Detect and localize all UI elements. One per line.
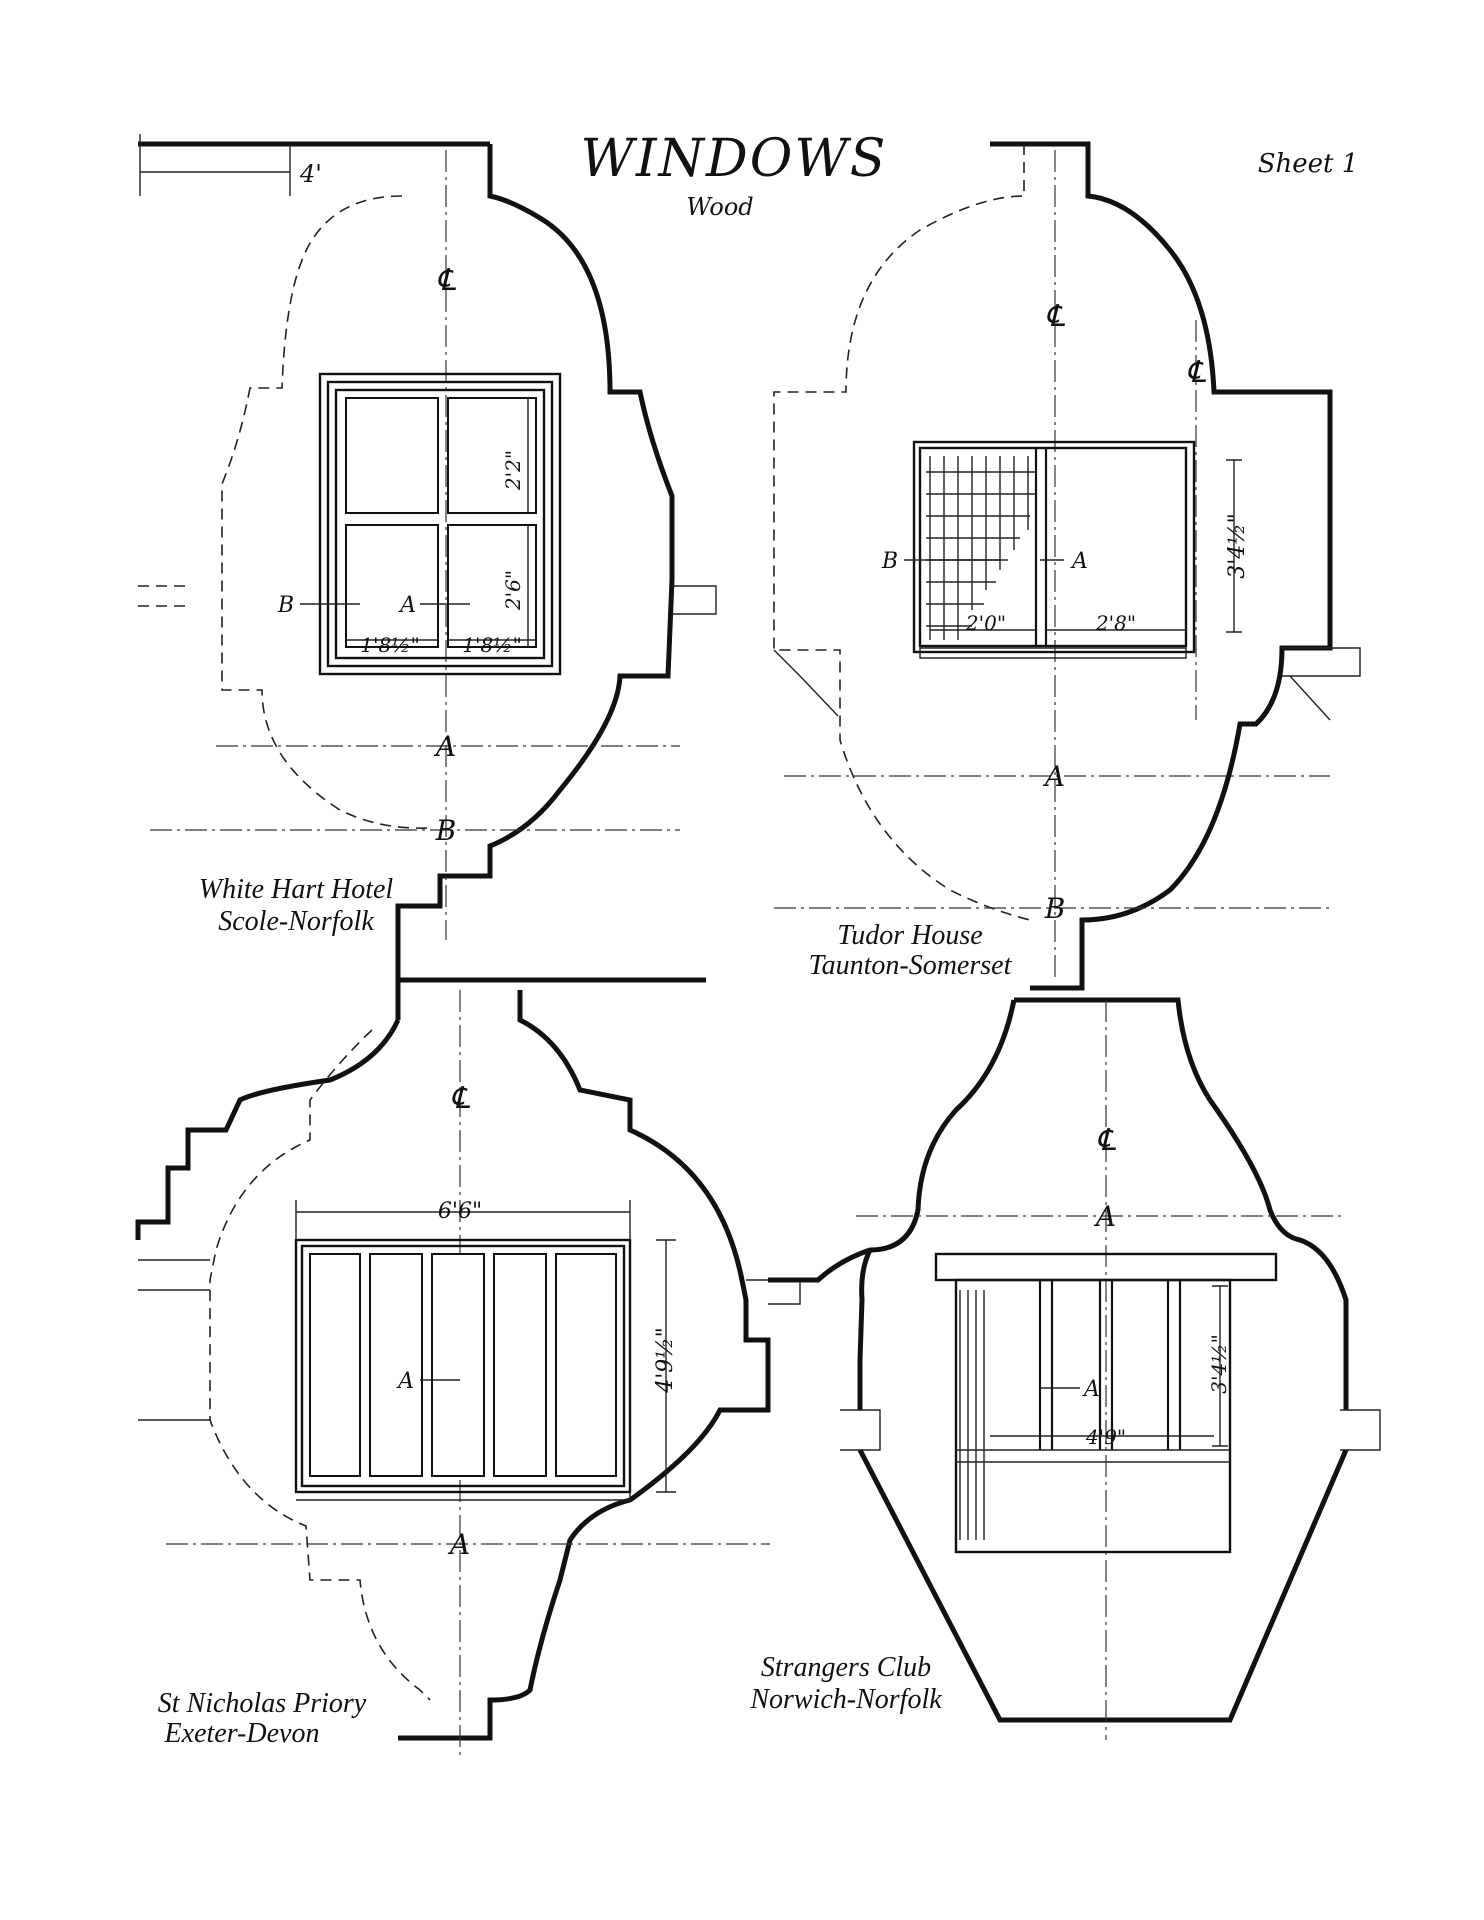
dim-height: 3'4½"	[1207, 1334, 1231, 1394]
panel-label-line2: Norwich-Norfolk	[749, 1684, 942, 1715]
dimension-a: A	[1093, 1200, 1116, 1233]
window-pane	[447, 524, 537, 648]
dim-height: 4'9½"	[653, 1327, 678, 1393]
panel-st-nicholas-priory: ℄ 6'6" 4'9½" A A St Nicholas Priory Exet…	[135, 977, 801, 1760]
panel-label-line2: Exeter-Devon	[164, 1718, 320, 1749]
section-mark-a: A	[1082, 1377, 1100, 1402]
panel-label-line1: White Hart Hotel	[199, 874, 394, 905]
dim-left-light: 2'0"	[965, 611, 1006, 635]
dim-upper-pane: 2'2"	[501, 450, 525, 491]
svg-text:4': 4'	[299, 160, 322, 188]
panel-label-line1: Strangers Club	[761, 1652, 931, 1683]
centerline-mark: ℄	[450, 1081, 470, 1116]
dim-right-pane-width: 1'8½"	[462, 633, 522, 657]
section-mark-a: A	[396, 1369, 414, 1394]
panel-white-hart-hotel: ℄ 2'2" 2'6" 1'8½" 1'8½" B A A B White Ha…	[138, 144, 717, 1020]
window-pane	[345, 397, 439, 514]
section-mark-b: B	[277, 593, 294, 618]
dim-left-pane-width: 1'8½"	[360, 633, 420, 657]
centerline-mark-2: ℄	[1186, 355, 1206, 390]
panel-label-line2: Scole-Norfolk	[218, 906, 374, 937]
window-lights	[309, 1253, 617, 1477]
section-mark-b: B	[881, 549, 898, 574]
section-mark-a: A	[1070, 549, 1088, 574]
dimension-b: B	[1044, 892, 1066, 925]
dimension-a: A	[433, 730, 456, 763]
centerline-mark-1: ℄	[436, 263, 456, 298]
section-mark-a: A	[398, 593, 416, 618]
panel-label-line2: Taunton-Somerset	[809, 950, 1013, 981]
dim-right-light: 2'8"	[1095, 611, 1136, 635]
dimension-b: B	[435, 814, 457, 847]
dim-height: 3'4½"	[1225, 513, 1250, 578]
panel-label-line1: Tudor House	[837, 920, 982, 951]
panel-tudor-house: ℄ ℄ 3'4½" 2'0" 2'8" B A A B Tudor House …	[773, 141, 1361, 991]
sheet-number: Sheet 1	[1258, 149, 1359, 179]
scale-indicator: 4'	[138, 134, 490, 196]
dim-lower-pane: 2'6"	[501, 570, 525, 611]
sheet-subtitle: Wood	[686, 193, 753, 221]
panel-strangers-club: ℄ 3'4½" 4'9" A A Strangers Club Norwich-…	[749, 997, 1381, 1740]
sheet-title: WINDOWS	[581, 129, 888, 189]
panel-label-line1: St Nicholas Priory	[158, 1688, 367, 1719]
centerline-mark-1: ℄	[1045, 299, 1065, 334]
centerline-mark: ℄	[1096, 1123, 1116, 1158]
dimension-a: A	[1042, 760, 1065, 793]
window-pane	[447, 397, 537, 514]
dim-width: 4'9"	[1085, 1425, 1126, 1449]
window-pane	[345, 524, 439, 648]
dim-width: 6'6"	[438, 1199, 482, 1224]
dimension-a: A	[447, 1528, 470, 1561]
